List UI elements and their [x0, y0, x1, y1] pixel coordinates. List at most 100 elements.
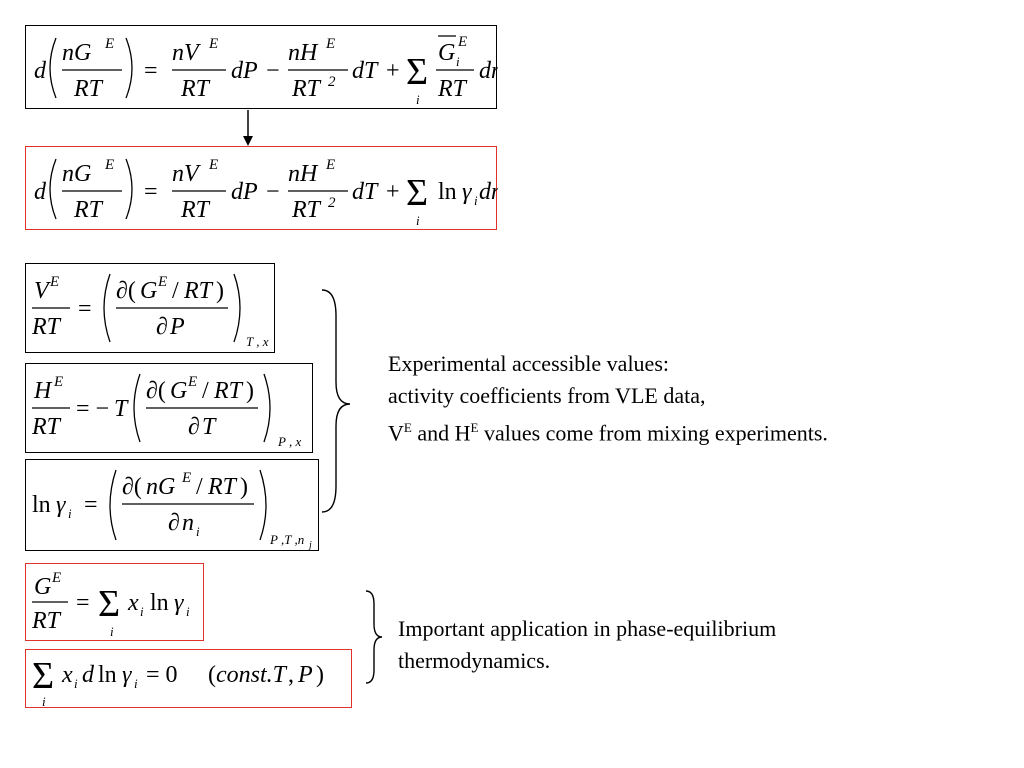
- svg-text:Σ: Σ: [406, 172, 428, 214]
- svg-text:E: E: [51, 570, 61, 586]
- svg-text:= 0: = 0: [146, 662, 178, 688]
- svg-text:i: i: [140, 604, 144, 619]
- svg-text:RT: RT: [207, 474, 238, 500]
- svg-text:E: E: [208, 157, 218, 173]
- svg-text:nG: nG: [146, 474, 175, 500]
- note-line: thermodynamics.: [398, 648, 551, 673]
- svg-text:+: +: [386, 179, 400, 205]
- note-line: Experimental accessible values:: [388, 351, 669, 376]
- svg-text:d: d: [34, 179, 47, 205]
- svg-text:RT: RT: [291, 76, 322, 102]
- svg-text:G: G: [438, 40, 455, 66]
- svg-text:dP: dP: [231, 58, 258, 84]
- svg-text:nG: nG: [62, 161, 91, 187]
- svg-text:H: H: [33, 378, 53, 404]
- svg-text:d: d: [34, 58, 47, 84]
- svg-text:i: i: [42, 694, 46, 709]
- svg-text:G: G: [34, 574, 51, 600]
- svg-text:E: E: [325, 36, 335, 52]
- svg-text:(: (: [208, 662, 216, 688]
- note-line: Important application in phase-equilibri…: [398, 616, 777, 641]
- svg-text:RT: RT: [437, 76, 468, 102]
- svg-text:∂: ∂: [168, 510, 180, 536]
- application-note: Important application in phase-equilibri…: [398, 613, 776, 677]
- svg-text:∂(: ∂(: [146, 378, 166, 404]
- svg-text:E: E: [104, 157, 114, 173]
- svg-text:=: =: [144, 58, 158, 84]
- svg-text:P ,T ,n: P ,T ,n: [269, 532, 304, 547]
- note-line: activity coefficients from VLE data,: [388, 383, 706, 408]
- svg-text:2: 2: [328, 74, 336, 90]
- svg-text:E: E: [53, 374, 63, 390]
- svg-text:nV: nV: [172, 40, 201, 66]
- svg-text:E: E: [49, 274, 59, 290]
- svg-text:RT: RT: [180, 197, 211, 223]
- svg-text:E: E: [208, 36, 218, 52]
- svg-text:ln: ln: [32, 492, 51, 518]
- svg-text:γ: γ: [174, 590, 184, 616]
- svg-text:i: i: [186, 604, 190, 619]
- svg-text:nV: nV: [172, 161, 201, 187]
- svg-text:i: i: [110, 624, 114, 639]
- svg-text:RT: RT: [31, 314, 62, 340]
- svg-text:): ): [240, 474, 248, 500]
- svg-text:x: x: [127, 590, 139, 616]
- svg-text:E: E: [157, 274, 167, 290]
- svg-text:dT: dT: [352, 58, 379, 84]
- svg-text:γ: γ: [462, 179, 472, 205]
- svg-text:∂(: ∂(: [116, 278, 136, 304]
- svg-text:dn: dn: [479, 179, 498, 205]
- svg-text:dn: dn: [479, 58, 498, 84]
- down-arrow-icon: [243, 110, 253, 146]
- svg-text:+: +: [386, 58, 400, 84]
- svg-text:i: i: [416, 213, 420, 228]
- svg-text:∂: ∂: [188, 414, 200, 440]
- svg-text:,: ,: [288, 662, 294, 688]
- svg-text:−: −: [266, 58, 280, 84]
- svg-text:i: i: [74, 676, 78, 691]
- svg-text:=: =: [78, 296, 92, 322]
- svg-text:RT: RT: [213, 378, 244, 404]
- svg-text:/: /: [202, 378, 209, 404]
- svg-text:P: P: [297, 662, 313, 688]
- right-brace-icon: [321, 289, 351, 513]
- svg-text:nG: nG: [62, 40, 91, 66]
- svg-text:j: j: [307, 540, 312, 551]
- svg-text:): ): [316, 662, 324, 688]
- svg-text:Σ: Σ: [406, 51, 428, 93]
- svg-text:i: i: [68, 506, 72, 521]
- svg-text:E: E: [104, 36, 114, 52]
- svg-text:= −: = −: [76, 396, 109, 422]
- svg-text:−: −: [266, 179, 280, 205]
- svg-text:Σ: Σ: [98, 583, 120, 625]
- svg-text:i: i: [456, 54, 460, 69]
- svg-text:ln: ln: [150, 590, 169, 616]
- svg-text:const.T: const.T: [216, 662, 288, 688]
- svg-text:d: d: [82, 662, 95, 688]
- svg-text:2: 2: [328, 195, 336, 211]
- svg-text:P: P: [169, 314, 185, 340]
- svg-text:=: =: [76, 590, 90, 616]
- svg-text:E: E: [457, 34, 467, 50]
- svg-text:i: i: [474, 193, 478, 208]
- svg-text:G: G: [140, 278, 157, 304]
- svg-text:x: x: [61, 662, 73, 688]
- svg-text:∂: ∂: [156, 314, 168, 340]
- svg-text:T , x: T , x: [246, 334, 269, 349]
- svg-text:E: E: [181, 470, 191, 486]
- svg-text:RT: RT: [31, 414, 62, 440]
- svg-text:i: i: [134, 676, 138, 691]
- experimental-values-note: Experimental accessible values: activity…: [388, 348, 828, 449]
- svg-text:G: G: [170, 378, 187, 404]
- svg-text:P , x: P , x: [277, 434, 301, 449]
- svg-text:RT: RT: [31, 608, 62, 634]
- svg-text:/: /: [172, 278, 179, 304]
- svg-text:RT: RT: [73, 76, 104, 102]
- svg-text:E: E: [325, 157, 335, 173]
